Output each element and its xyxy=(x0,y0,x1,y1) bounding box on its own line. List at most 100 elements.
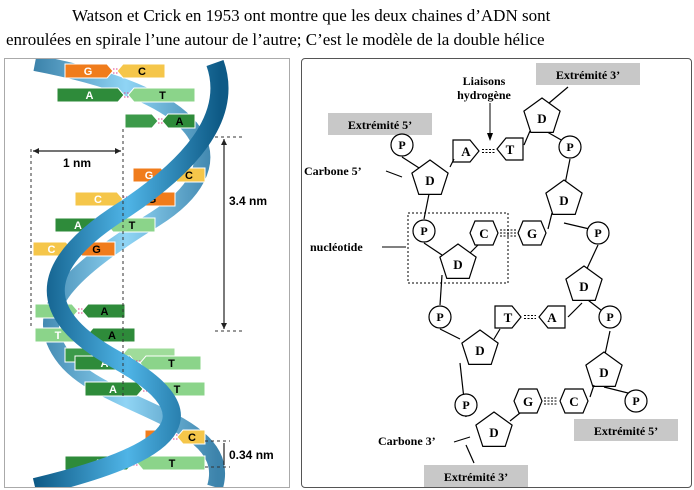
covalent-bond xyxy=(449,158,455,168)
deoxyribose-letter: D xyxy=(599,365,608,380)
deoxyribose: D xyxy=(585,351,623,387)
phosphate-letter: P xyxy=(462,398,469,412)
nitrogen-base: C xyxy=(559,388,589,414)
carbone3-label: Carbone 3’ xyxy=(378,434,436,448)
base-right xyxy=(176,429,206,445)
nitrogen-base: C xyxy=(469,220,499,246)
phosphate: P xyxy=(624,389,648,413)
ext3-bottom-box xyxy=(424,465,528,487)
phosphate: P xyxy=(412,219,436,243)
phosphate-letter: P xyxy=(594,226,601,240)
width-arrowhead-left xyxy=(33,148,39,154)
base-left-letter: A xyxy=(109,384,117,396)
deoxyribose-letter: D xyxy=(489,425,498,440)
deoxyribose: D xyxy=(461,329,499,365)
deoxyribose: D xyxy=(475,411,513,447)
ext5-left-box xyxy=(328,113,432,135)
base-letter: C xyxy=(569,394,578,409)
ext5-right-label: Extrémité 5’ xyxy=(594,424,658,438)
base-right-letter: G xyxy=(92,244,101,256)
backbone-strand-front xyxy=(32,59,229,487)
base-left xyxy=(56,87,125,103)
phosphate-letter: P xyxy=(606,310,613,324)
liaisons-label-line2: hydrogène xyxy=(457,88,511,102)
covalent-bond xyxy=(465,444,475,464)
carbone5-label: Carbone 5’ xyxy=(304,164,362,178)
nitrogen-base: A xyxy=(452,139,480,163)
deoxyribose-letter: D xyxy=(425,173,434,188)
base-right-letter: A xyxy=(176,116,184,128)
base-right-letter: A xyxy=(101,306,109,318)
liaisons-pointer-head xyxy=(487,133,493,141)
carbone5-pointer xyxy=(385,170,403,178)
phosphate: P xyxy=(454,393,478,417)
nitrogen-base: G xyxy=(517,220,547,246)
ext3-top-box xyxy=(536,63,640,85)
phosphate: P xyxy=(428,305,452,329)
base-letter: A xyxy=(461,144,471,159)
base-left-letter: A xyxy=(74,220,82,232)
base-right-letter: C xyxy=(138,66,146,78)
nitrogen-base: T xyxy=(494,305,522,329)
ext3-top-label: Extrémité 3’ xyxy=(556,68,620,82)
hydrogen-bonds xyxy=(524,315,536,319)
deoxyribose-letter: D xyxy=(475,343,484,358)
turn-arrowhead-top xyxy=(221,139,227,145)
base-left xyxy=(124,113,159,129)
covalent-bond xyxy=(509,412,521,422)
base-right-letter: C xyxy=(185,170,193,182)
base-right-letter: T xyxy=(169,458,176,470)
phosphate-letter: P xyxy=(632,394,639,408)
base-right xyxy=(127,87,196,103)
caption-line-2: enroulées en spirale l’une autour de l’a… xyxy=(6,30,545,49)
base-left-letter: T xyxy=(55,330,62,342)
deoxyribose: D xyxy=(411,159,449,195)
base-right-letter: T xyxy=(174,384,181,396)
base-right-letter: A xyxy=(108,330,116,342)
base-letter: T xyxy=(506,142,515,157)
base-left xyxy=(84,381,144,397)
base-letter: G xyxy=(523,394,533,409)
deoxyribose: D xyxy=(523,97,561,134)
ext5-right-box xyxy=(574,419,678,441)
base-letter: A xyxy=(547,310,557,325)
width-arrowhead-right xyxy=(115,148,121,154)
nucleotide-box xyxy=(407,212,509,284)
turn-label: 3.4 nm xyxy=(229,194,267,208)
base-left xyxy=(64,63,114,79)
model-svg: Extrémité 3’ Extrémité 5’ Extrémité 5’ E… xyxy=(304,63,678,487)
covalent-bond xyxy=(523,130,531,146)
phosphate: P xyxy=(390,133,414,157)
base-right xyxy=(139,355,202,371)
base-letter: T xyxy=(504,310,513,325)
base-right-letter: T xyxy=(159,90,166,102)
phosphate-letter: P xyxy=(436,310,443,324)
covalent-bond xyxy=(439,328,461,340)
base-letter: C xyxy=(479,226,488,241)
nitrogen-base: G xyxy=(513,388,543,414)
base-left-letter: A xyxy=(101,358,109,370)
ext3-bottom-label: Extrémité 3’ xyxy=(444,470,508,484)
ext5-left-label: Extrémité 5’ xyxy=(348,118,412,132)
phosphate-letter: P xyxy=(398,138,405,152)
covalent-bond xyxy=(423,242,443,256)
base-right xyxy=(81,303,126,319)
deoxyribose: D xyxy=(545,179,583,215)
covalent-bond xyxy=(439,274,443,306)
deoxyribose-letter: D xyxy=(579,279,588,294)
hydrogen-bonds xyxy=(500,229,516,237)
turn-arrowhead-bottom xyxy=(221,323,227,329)
nitrogen-base: A xyxy=(538,305,566,329)
base-letter: G xyxy=(527,226,537,241)
phosphate-letter: P xyxy=(420,224,427,238)
deoxyribose-letter: D xyxy=(559,193,568,208)
base-left-letter: G xyxy=(84,66,93,78)
phosphate-letter: P xyxy=(566,140,573,154)
base-pair: A xyxy=(124,113,196,129)
phosphate: P xyxy=(598,305,622,329)
